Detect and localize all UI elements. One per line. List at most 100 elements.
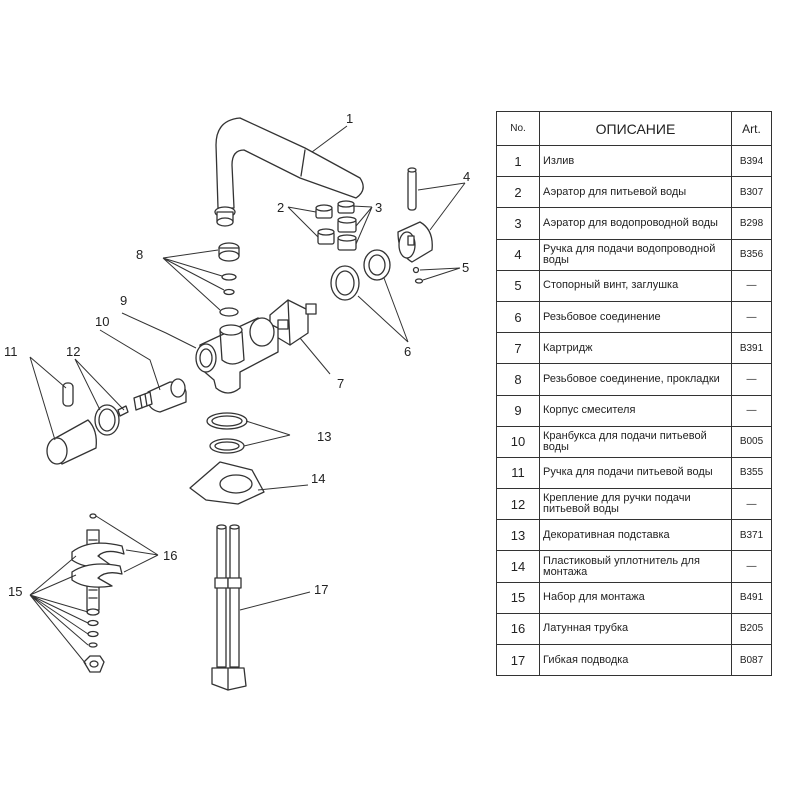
row-number: 1 <box>496 144 540 178</box>
row-number: 8 <box>496 363 540 396</box>
row-art: B391 <box>731 332 772 365</box>
row-art: B205 <box>731 612 772 646</box>
callout-3: 3 <box>375 200 382 215</box>
table-header-row: No. ОПИСАНИЕ Art. <box>496 111 772 146</box>
row-number: 12 <box>496 488 540 521</box>
callout-1: 1 <box>346 111 353 126</box>
aerators-part <box>315 200 357 251</box>
row-art: B394 <box>731 144 772 178</box>
callout-8: 8 <box>136 247 143 262</box>
set-screw-part <box>412 266 424 284</box>
callout-labels: 1 2 3 4 5 6 7 8 9 10 11 12 13 14 15 16 1… <box>4 111 470 599</box>
row-number: 7 <box>496 332 540 365</box>
row-description: Аэратор для питьевой воды <box>539 176 732 209</box>
row-number: 11 <box>496 456 540 490</box>
row-description: Набор для монтажа <box>539 581 732 614</box>
row-number: 3 <box>496 207 540 240</box>
callout-9: 9 <box>120 293 127 308</box>
row-description: Пластиковый уплотнитель для монтажа <box>539 550 732 583</box>
mounting-kit-part <box>83 608 105 673</box>
callout-11: 11 <box>4 344 18 359</box>
callout-5: 5 <box>462 260 469 275</box>
handle-mount-part <box>94 404 129 436</box>
leader-lines <box>29 125 466 665</box>
callout-6: 6 <box>404 344 411 359</box>
row-description: Декоративная подставка <box>539 519 732 552</box>
callout-4: 4 <box>463 169 470 184</box>
row-description: Стопорный винт, заглушка <box>539 269 732 302</box>
row-number: 5 <box>496 269 540 302</box>
row-number: 10 <box>496 425 540 458</box>
row-number: 14 <box>496 550 540 583</box>
row-art: — <box>731 363 772 396</box>
row-art: B356 <box>731 238 772 271</box>
row-number: 9 <box>496 394 540 427</box>
row-number: 6 <box>496 300 540 334</box>
row-description: Картридж <box>539 332 732 365</box>
row-description: Корпус смесителя <box>539 394 732 427</box>
row-art: B355 <box>731 456 772 490</box>
row-description: Ручка для подачи водопроводной воды <box>539 238 732 271</box>
plastic-gasket-part <box>189 461 265 505</box>
row-art: — <box>731 394 772 427</box>
headwork-part <box>133 378 187 413</box>
row-description: Ручка для подачи питьевой воды <box>539 456 732 490</box>
row-art: — <box>731 269 772 302</box>
threaded-connection-part <box>330 249 391 301</box>
row-number: 13 <box>496 519 540 552</box>
callout-17: 17 <box>314 582 328 597</box>
callout-15: 15 <box>8 584 22 599</box>
row-description: Резьбовое соединение, прокладки <box>539 363 732 396</box>
callout-13: 13 <box>317 429 331 444</box>
callout-12: 12 <box>66 344 80 359</box>
callout-16: 16 <box>163 548 177 563</box>
row-number: 2 <box>496 176 540 209</box>
row-art: — <box>731 488 772 521</box>
spout-part <box>214 117 364 227</box>
row-description: Крепление для ручки подачи питьевой воды <box>539 488 732 521</box>
row-description: Резьбовое соединение <box>539 300 732 334</box>
callout-7: 7 <box>337 376 344 391</box>
row-art: B371 <box>731 519 772 552</box>
row-art: B491 <box>731 581 772 614</box>
header-art: Art. <box>731 111 772 146</box>
gaskets-part <box>218 242 240 317</box>
row-art: — <box>731 550 772 583</box>
row-art: B087 <box>731 643 772 677</box>
row-description: Аэратор для водопроводной воды <box>539 207 732 240</box>
callout-14: 14 <box>311 471 325 486</box>
header-description: ОПИСАНИЕ <box>539 111 732 146</box>
callout-2: 2 <box>277 200 284 215</box>
row-description: Гибкая подводка <box>539 643 732 677</box>
row-number: 4 <box>496 238 540 271</box>
row-description: Кранбукса для подачи питьевой воды <box>539 425 732 458</box>
brass-tube-part <box>71 513 125 611</box>
flexible-hose-part <box>211 524 247 691</box>
row-art: B298 <box>731 207 772 240</box>
mixer-body-part <box>195 317 279 394</box>
row-description: Латунная трубка <box>539 612 732 646</box>
decorative-base-part <box>206 412 248 454</box>
row-art: B005 <box>731 425 772 458</box>
row-art: — <box>731 300 772 334</box>
row-number: 16 <box>496 612 540 646</box>
callout-10: 10 <box>95 314 109 329</box>
